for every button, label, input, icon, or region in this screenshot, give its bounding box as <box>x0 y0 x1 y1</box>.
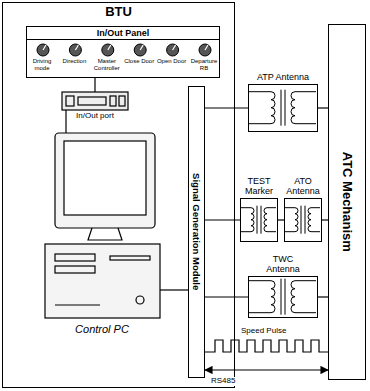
bus-arrow <box>205 369 328 370</box>
signal-wire <box>205 296 248 297</box>
coil <box>291 281 295 313</box>
knob-pointer <box>173 45 176 50</box>
coil <box>308 208 311 232</box>
transformer-symbol <box>249 85 316 130</box>
core-line <box>281 90 282 126</box>
mechanism-box: ATC Mechanism <box>328 24 366 380</box>
core-line <box>281 279 282 315</box>
control-label: Master Controller <box>91 58 123 71</box>
knob-pointer <box>205 45 208 50</box>
knob <box>37 44 49 56</box>
module-box: Signal Generation Module <box>188 86 205 378</box>
core-line <box>301 206 302 234</box>
signal-label: Speed Pulse <box>240 327 287 336</box>
knob-pointer <box>75 45 78 50</box>
knob <box>69 44 81 56</box>
io-port-device <box>62 92 128 110</box>
signal-label: RS485 <box>210 377 236 386</box>
transformer-symbol <box>285 199 320 240</box>
power-button <box>136 296 144 304</box>
coil-lead <box>249 281 316 313</box>
coil-lead <box>249 92 316 124</box>
transformer-symbol <box>241 199 276 240</box>
port-connector <box>119 96 125 106</box>
coil <box>295 208 298 232</box>
antenna-label: ATO Antenna <box>281 177 325 197</box>
control-label: Driving mode <box>26 58 58 71</box>
pc-cable <box>160 289 188 290</box>
core-line <box>285 90 286 126</box>
knob <box>134 44 146 56</box>
monitor-screen <box>64 141 146 215</box>
antenna-label: TEST Marker <box>237 177 281 197</box>
device-label: In/Out port <box>65 112 125 121</box>
coil <box>271 281 275 313</box>
knob-pointer <box>108 45 111 50</box>
port-connector <box>78 97 106 105</box>
marker-box: TEST Marker <box>240 198 278 242</box>
knob-pointer <box>140 45 143 50</box>
box-title: ATC Mechanism <box>339 26 355 378</box>
core-line <box>285 279 286 315</box>
port-cable <box>65 110 66 133</box>
port-connector <box>66 96 74 106</box>
antenna-box: ATO Antenna <box>284 198 322 242</box>
port-connector <box>110 96 116 106</box>
pulse-signal <box>205 340 328 352</box>
drive-slot <box>110 256 150 260</box>
knob-pointer <box>43 45 46 50</box>
panel-box: In/Out Panel <box>26 26 220 78</box>
box-title: In/Out Panel <box>27 27 219 40</box>
knob <box>199 44 211 56</box>
antenna-label: ATP Antenna <box>255 73 311 83</box>
computer-case <box>45 244 160 318</box>
coil <box>271 92 275 124</box>
antenna-box: ATP Antenna <box>248 84 318 132</box>
control-label: Direction <box>58 58 90 65</box>
box-title: BTU <box>3 5 234 19</box>
monitor <box>55 133 155 228</box>
control-label: Close Door <box>123 58 155 65</box>
coil <box>291 92 295 124</box>
knob <box>102 44 114 56</box>
coil <box>264 208 267 232</box>
monitor-stand <box>88 228 122 240</box>
box-title: Signal Generation Module <box>191 88 202 376</box>
signal-wire <box>318 107 328 108</box>
control-label: Departure RB <box>188 58 220 71</box>
drive-slot <box>55 266 95 273</box>
coil-lead <box>285 208 320 232</box>
panel-cable <box>94 78 95 92</box>
core-line <box>257 206 258 234</box>
core-line <box>261 206 262 234</box>
transformer-symbol <box>249 277 316 316</box>
coil-lead <box>241 208 276 232</box>
device-label: Control PC <box>62 323 142 335</box>
knob <box>167 44 179 56</box>
antenna-label: TWC Antenna <box>255 255 311 275</box>
core-line <box>305 206 306 234</box>
antenna-box: TWC Antenna <box>248 276 318 318</box>
coil <box>251 208 254 232</box>
control-label: Open Door <box>156 58 188 65</box>
signal-wire <box>318 296 328 297</box>
drive-slot <box>55 254 95 261</box>
signal-wire <box>205 107 248 108</box>
case-line <box>55 304 100 305</box>
